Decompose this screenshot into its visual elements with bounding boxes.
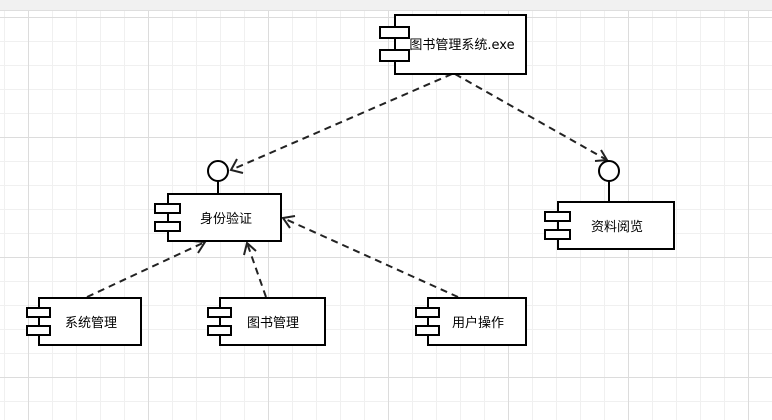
interface-browse-lollipop[interactable] — [598, 160, 620, 202]
component-port-icon — [207, 307, 232, 318]
component-port-icon — [544, 211, 571, 222]
component-port-icon — [154, 203, 181, 214]
component-label-userops: 用户操作 — [452, 315, 504, 331]
component-port-icon — [415, 325, 440, 336]
component-auth[interactable]: 身份验证 — [154, 193, 282, 242]
component-label-auth: 身份验证 — [200, 211, 252, 227]
dependency-sysmgmt-to-auth[interactable] — [86, 240, 207, 298]
component-port-icon — [26, 325, 51, 336]
component-userops[interactable]: 用户操作 — [415, 297, 527, 346]
dependency-userops-to-auth[interactable] — [281, 215, 459, 298]
dependency-main-to-auth[interactable] — [229, 73, 453, 174]
dependency-bookmgmt-to-auth[interactable] — [243, 241, 267, 298]
top-toolbar-strip — [0, 0, 772, 11]
component-label-bookmgmt: 图书管理 — [247, 316, 299, 331]
interface-auth-lollipop[interactable] — [207, 160, 229, 194]
component-label-browse: 资料阅览 — [591, 219, 643, 235]
component-port-icon — [379, 49, 410, 62]
component-label-main: 图书管理系统.exe — [409, 38, 514, 53]
component-browse[interactable]: 资料阅览 — [544, 201, 675, 250]
dependency-main-to-browse[interactable] — [454, 73, 609, 162]
component-port-icon — [207, 325, 232, 336]
component-port-icon — [415, 307, 440, 318]
component-sysmgmt[interactable]: 系统管理 — [26, 297, 142, 346]
component-port-icon — [379, 26, 410, 39]
component-label-sysmgmt: 系统管理 — [65, 316, 117, 331]
component-bookmgmt[interactable]: 图书管理 — [207, 297, 326, 346]
component-main-exe[interactable]: 图书管理系统.exe — [379, 14, 527, 75]
component-port-icon — [154, 221, 181, 232]
component-port-icon — [26, 307, 51, 318]
component-port-icon — [544, 229, 571, 240]
